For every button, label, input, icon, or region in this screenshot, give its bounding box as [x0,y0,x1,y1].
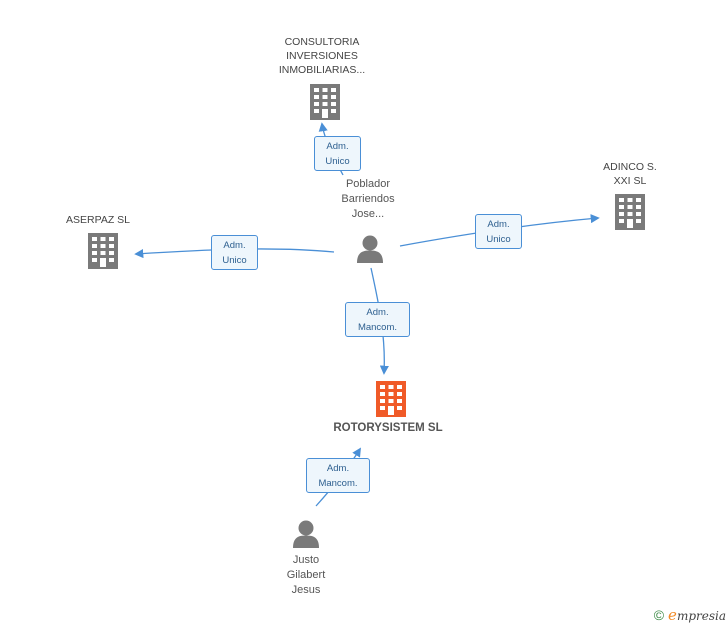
edge-label-role: Adm. [366,307,389,318]
edge-label-role: Adm. [326,141,349,152]
consultoria-label-line-1: CONSULTORIA [284,36,360,48]
adinco-label[interactable]: ADINCO S. XXI SL [585,160,675,188]
consultoria-label-line-2: INVERSIONES [286,50,358,62]
edge-label-to-aserpaz[interactable]: Adm. Unico [211,235,258,270]
adinco-label-line-1: ADINCO S. [603,161,657,173]
aserpaz-label[interactable]: ASERPAZ SL [48,213,148,227]
copyright-icon: © [653,607,665,623]
poblador-label-line-3: Jose... [351,208,385,220]
aserpaz-label-line-1: ASERPAZ SL [66,214,130,226]
adinco-label-line-2: XXI SL [613,175,647,187]
consultoria-label-line-3: INMOBILIARIAS... [278,64,366,76]
edge-label-type: Unico [325,156,350,167]
edge-label-to-consultoria[interactable]: Adm. Unico [314,136,361,171]
consultoria-label[interactable]: CONSULTORIA INVERSIONES INMOBILIARIAS... [262,35,382,77]
edge-label-role: Adm. [223,240,246,251]
adinco-building-icon[interactable] [613,194,647,230]
rotorysistem-building-icon[interactable] [374,381,408,417]
justo-person-icon[interactable] [293,520,319,549]
poblador-label-line-2: Barriendos [341,193,395,205]
brand-footer[interactable]: ©empresia [654,606,726,624]
justo-label-line-2: Gilabert [286,569,326,581]
edge-label-to-adinco[interactable]: Adm. Unico [475,214,522,249]
edge-label-type: Mancom. [357,322,398,333]
edge-label-poblador-to-rotorysistem[interactable]: Adm. Mancom. [345,302,410,337]
consultoria-building-icon[interactable] [308,84,342,120]
brand-logo-text: mpresia [676,609,726,623]
edge-label-role: Adm. [326,463,350,474]
justo-label[interactable]: Justo Gilabert Jesus [256,553,356,598]
aserpaz-building-icon[interactable] [86,233,120,269]
rotorysistem-label[interactable]: ROTORYSISTEM SL [318,421,458,436]
justo-label-line-1: Justo [292,554,320,566]
edge-label-role: Adm. [487,219,510,230]
poblador-person-icon[interactable] [357,235,383,264]
edge-label-type: Mancom. [318,478,358,489]
poblador-label[interactable]: Poblador Barriendos Jose... [318,177,418,222]
edge-label-type: Unico [222,255,247,266]
brand-logo-initial: e [668,606,677,624]
edge-label-justo-to-rotorysistem[interactable]: Adm. Mancom. [306,458,370,493]
poblador-label-line-1: Poblador [345,178,391,190]
edge-label-type: Unico [486,234,511,245]
justo-label-line-3: Jesus [291,584,321,596]
rotorysistem-label-line-1: ROTORYSISTEM SL [333,422,443,434]
